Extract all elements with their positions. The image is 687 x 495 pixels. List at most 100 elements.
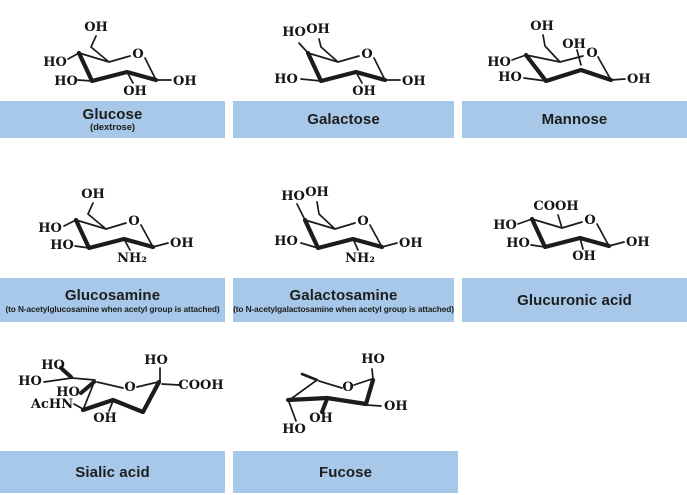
glucosamine-bonds-bold	[73, 217, 156, 251]
row-2: OH O HO HO NH₂ OH Glucosamine (to N-acet…	[0, 138, 687, 322]
molecule-name: Galactose	[307, 111, 380, 128]
mannose-bonds-thin	[511, 34, 626, 82]
atom-label: O	[586, 46, 597, 61]
galactosamine-bonds-thin	[296, 201, 398, 251]
atom-label: O	[128, 214, 139, 229]
glucose-bonds-thin	[67, 35, 172, 84]
fucose-structure: HO O OH OH HO	[282, 352, 408, 437]
sialic-bonds-bold	[80, 379, 162, 415]
glucuronic-bonds-thin	[517, 214, 625, 250]
glucose-bonds-bold	[76, 50, 159, 84]
sialic-wedge-bonds	[59, 366, 96, 395]
glucose-label-bar: Glucose (dextrose)	[0, 101, 225, 138]
atom-label: HO	[43, 55, 67, 70]
galactose-structure: HO OH O HO OH OH	[274, 22, 426, 99]
molecule-card-fucose: HO O OH OH HO Fucose	[229, 322, 458, 493]
atom-label: OH	[352, 84, 376, 99]
atom-label: O	[342, 380, 353, 395]
molecule-name: Glucosamine	[64, 286, 161, 304]
row-1: OH O HO HO OH OH Glucose (dextrose) HO O…	[0, 0, 687, 138]
mannose-structure: OH OH O HO HO OH	[487, 19, 651, 87]
atom-label: OH	[81, 187, 105, 202]
molecule-name: Mannose	[541, 111, 608, 128]
atom-label: HO	[487, 55, 511, 70]
atom-label: O	[361, 47, 372, 62]
glucuronic-acid-structure: COOH O HO HO OH OH	[493, 199, 649, 264]
glucosamine-label-bar: Glucosamine (to N-acetylglucosamine when…	[0, 278, 225, 322]
molecule-card-galactose: HO OH O HO OH OH Galactose	[229, 0, 458, 138]
glucuronic-acid-label-bar: Glucuronic acid	[462, 278, 687, 322]
galactose-bonds-bold	[305, 50, 388, 84]
atom-label: OH	[399, 236, 423, 251]
molecule-card-glucuronic-acid: COOH O HO HO OH OH Glucuronic acid	[458, 138, 687, 322]
atom-label: OH	[93, 411, 117, 426]
atom-label: OH	[530, 19, 554, 34]
molecule-card-glucose: OH O HO HO OH OH Glucose (dextrose)	[0, 0, 229, 138]
atom-label: COOH	[178, 378, 223, 393]
atom-label: OH	[305, 185, 329, 200]
galactosamine-structure: HO OH O HO NH₂ OH	[274, 185, 423, 266]
atom-label: HO	[498, 70, 522, 85]
molecule-name: Glucuronic acid	[517, 291, 632, 309]
molecule-card-glucosamine: OH O HO HO NH₂ OH Glucosamine (to N-acet…	[0, 138, 229, 322]
sialic-bonds-thin	[43, 367, 180, 412]
glucuronic-bonds-bold	[529, 216, 612, 250]
atom-label: NH₂	[345, 251, 375, 266]
sialic-acid-label-bar: Sialic acid	[0, 451, 225, 493]
atom-label: HO	[41, 358, 65, 373]
galactosamine-label-bar: Galactosamine (to N-acetylgalactosamine …	[233, 278, 454, 322]
fucose-bonds-thin	[287, 368, 382, 422]
sialic-acid-structure: HO HO HO AcHN OH HO O COOH	[18, 353, 223, 426]
atom-label: HO	[56, 385, 80, 400]
atom-label: O	[357, 214, 368, 229]
molecule-card-mannose: OH OH O HO HO OH Mannose	[458, 0, 687, 138]
molecule-card-sialic-acid: HO HO HO AcHN OH HO O COOH Sialic acid	[0, 322, 229, 493]
atom-label: OH	[572, 249, 596, 264]
atom-label: HO	[281, 189, 305, 204]
atom-label: HO	[50, 238, 74, 253]
mannose-bonds-bold	[523, 52, 614, 84]
atom-label: O	[124, 380, 135, 395]
atom-label: OH	[384, 399, 408, 414]
atom-label: O	[584, 213, 595, 228]
atom-label: HO	[282, 25, 306, 40]
atom-label: HO	[144, 353, 168, 368]
molecule-name: Galactosamine	[289, 286, 398, 304]
galactose-bonds-thin	[298, 38, 401, 84]
atom-label: HO	[54, 74, 78, 89]
atom-label: OH	[84, 20, 108, 35]
molecule-subtitle: (to N-acetylgalactosamine when acetyl gr…	[233, 303, 454, 314]
glucosamine-bonds-thin	[63, 202, 169, 251]
atom-label: OH	[627, 72, 651, 87]
molecule-subtitle: (dextrose)	[90, 122, 135, 133]
atom-label: AcHN	[30, 397, 73, 412]
atom-label: OH	[306, 22, 330, 37]
glucosamine-structure: OH O HO HO NH₂ OH	[38, 187, 194, 266]
atom-label: HO	[38, 221, 62, 236]
row-3: HO HO HO AcHN OH HO O COOH Sialic acid H…	[0, 322, 687, 493]
atom-label: OH	[173, 74, 197, 89]
molecule-name: Sialic acid	[75, 463, 150, 481]
galactosamine-bonds-bold	[302, 217, 385, 251]
fucose-label-bar: Fucose	[233, 451, 458, 493]
glucose-structure: OH O HO HO OH OH	[43, 20, 197, 99]
atom-label: HO	[506, 236, 530, 251]
atom-label: HO	[493, 218, 517, 233]
fucose-wedge-bond	[320, 397, 329, 414]
atom-label: NH₂	[117, 251, 147, 266]
atom-label: HO	[361, 352, 385, 367]
atom-label: OH	[562, 37, 586, 52]
atom-label: OH	[170, 236, 194, 251]
galactose-label-bar: Galactose	[233, 101, 454, 138]
atom-label: OH	[402, 74, 426, 89]
atom-label: O	[132, 47, 143, 62]
molecule-card-galactosamine: HO OH O HO NH₂ OH Galactosamine (to N-ac…	[229, 138, 458, 322]
atom-label: OH	[309, 411, 333, 426]
atom-label: HO	[282, 422, 306, 437]
mannose-label-bar: Mannose	[462, 101, 687, 138]
fucose-bonds-bold	[285, 377, 376, 407]
atom-label: HO	[274, 72, 298, 87]
atom-label: COOH	[533, 199, 578, 214]
fucose-methyl-bond	[300, 372, 319, 382]
